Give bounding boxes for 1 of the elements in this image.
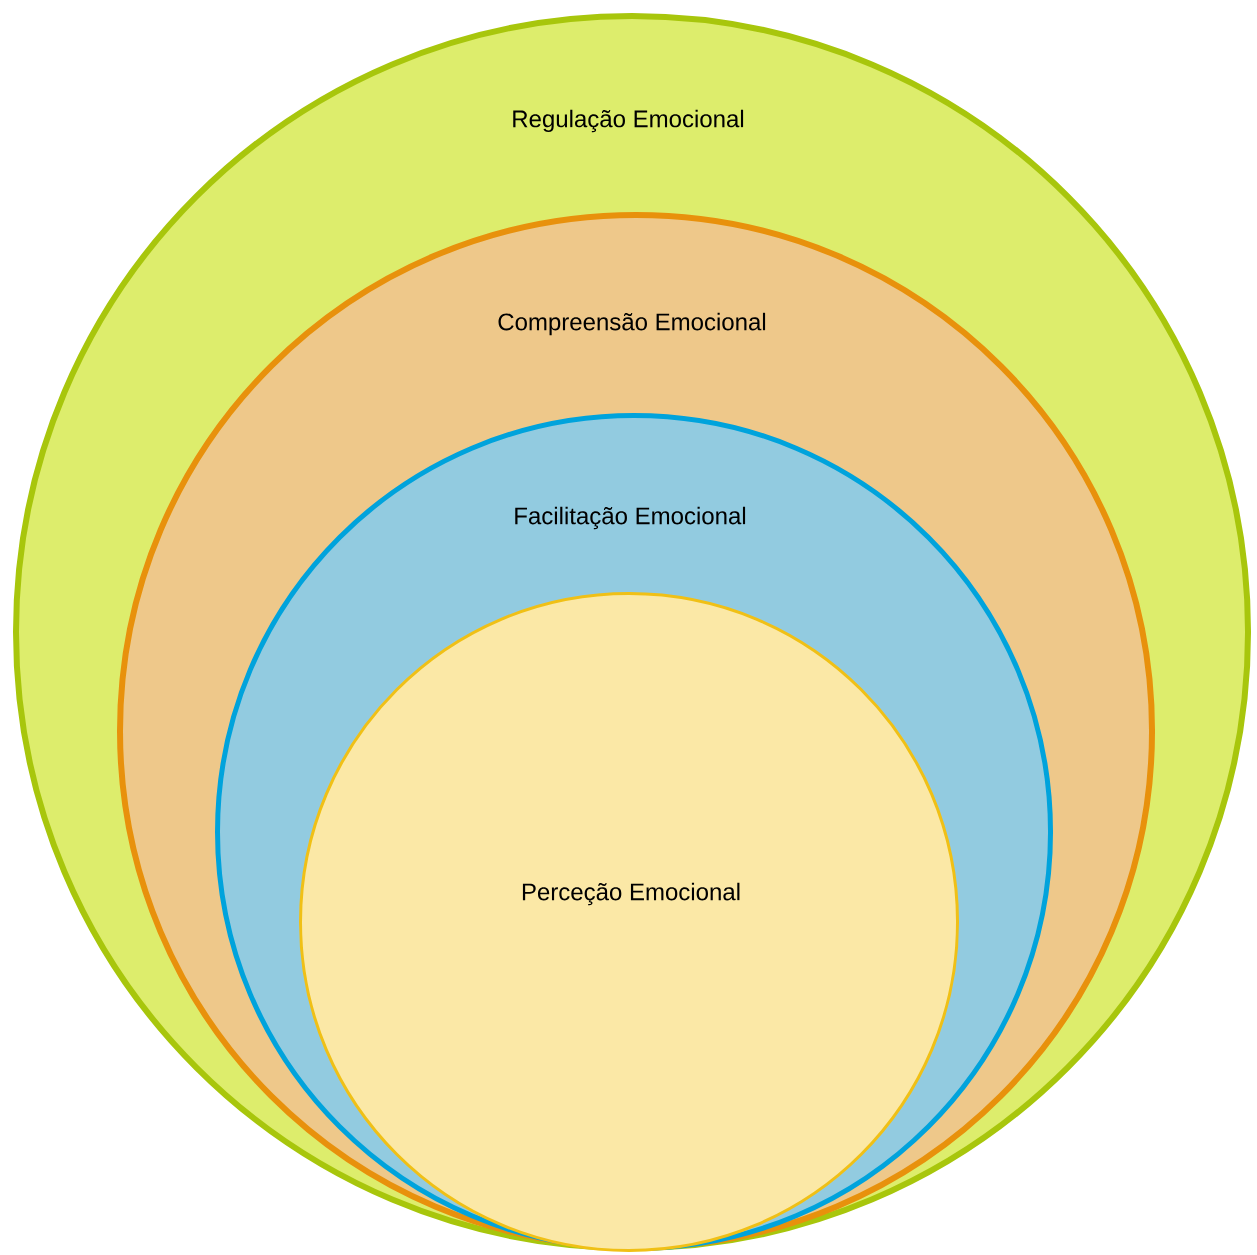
circle-band: Perceção Emocional: [299, 592, 959, 1252]
